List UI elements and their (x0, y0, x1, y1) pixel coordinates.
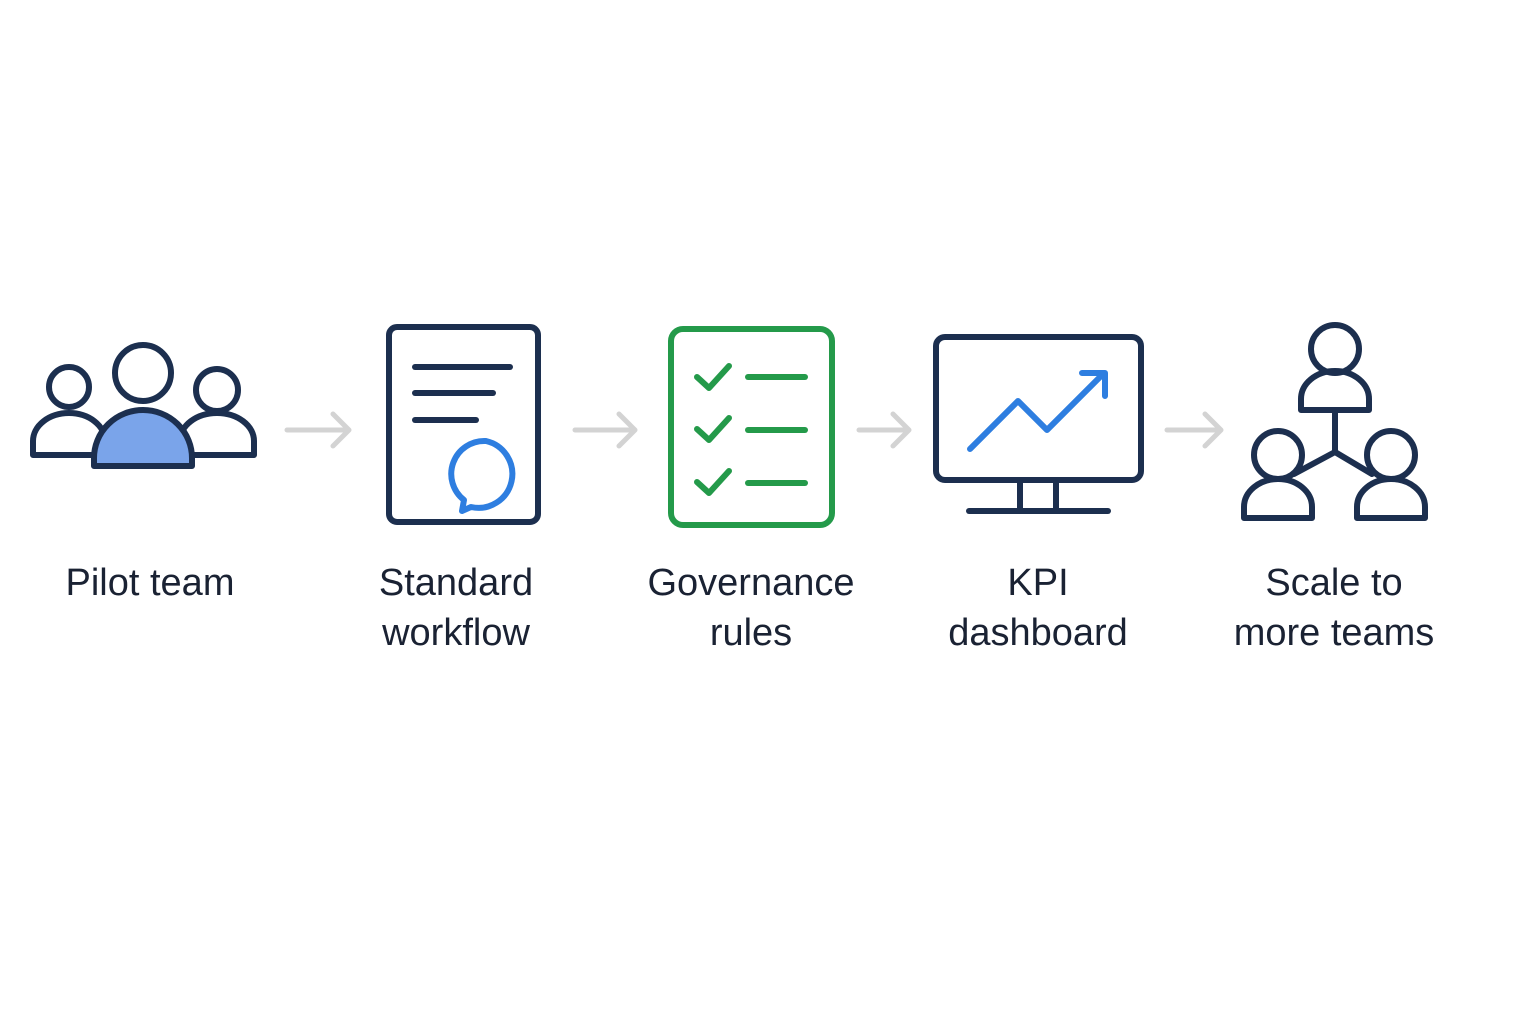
step-label-line1: Standard (378, 562, 534, 604)
team-icon (30, 342, 257, 469)
network-team-icon (1241, 322, 1428, 521)
step-label-line1: Governance (647, 562, 855, 604)
step-label-line2: more teams (1233, 612, 1435, 654)
step-label: Standard workflow (306, 558, 606, 658)
step-label: Governance rules (601, 558, 901, 658)
step-label-line1: Pilot team (65, 562, 235, 604)
arrow-right-icon (856, 411, 912, 449)
step-label-line2: dashboard (948, 612, 1128, 654)
step-label: Pilot team (0, 558, 300, 608)
step-label-line1: KPI (1007, 562, 1069, 604)
step-label-line2: workflow (382, 612, 530, 654)
checklist-icon (668, 326, 835, 528)
step-label-line1: Scale to (1265, 562, 1403, 604)
step-label-line2: rules (709, 612, 793, 654)
arrow-right-icon (284, 411, 352, 449)
arrow-right-icon (1164, 411, 1224, 449)
arrow-right-icon (572, 411, 638, 449)
document-chat-icon (386, 324, 541, 525)
step-label: Scale to more teams (1184, 558, 1484, 658)
step-label: KPI dashboard (888, 558, 1188, 658)
monitor-chart-icon (933, 334, 1144, 514)
